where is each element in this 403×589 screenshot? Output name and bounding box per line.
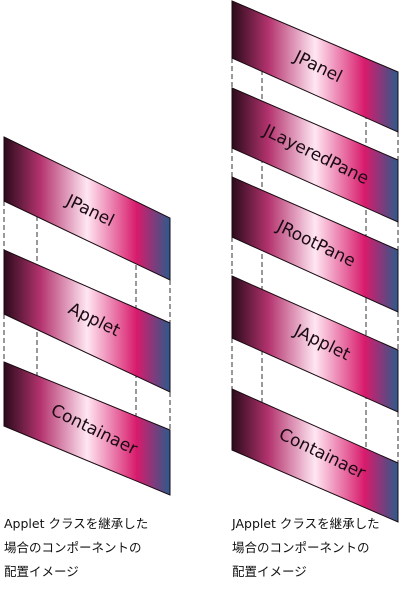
right-layer-containaer: Containaer xyxy=(231,388,399,523)
right-stack: JPanel JLayeredPane JRootPane JApplet Co… xyxy=(231,0,399,523)
right-caption: JApplet クラスを継承した 場合のコンポーネントの 配置イメージ xyxy=(232,516,380,579)
right-layer-japplet: JApplet xyxy=(231,275,399,413)
left-caption: Applet クラスを継承した 場合のコンポーネントの 配置イメージ xyxy=(4,516,149,579)
left-layer-jpanel: JPanel xyxy=(3,136,171,281)
left-layer-applet: Applet xyxy=(3,249,171,393)
right-layer-jpanel: JPanel xyxy=(231,0,399,133)
left-layer-containaer: Containaer xyxy=(3,361,171,496)
left-stack: JPanel Applet Containaer xyxy=(3,136,171,496)
